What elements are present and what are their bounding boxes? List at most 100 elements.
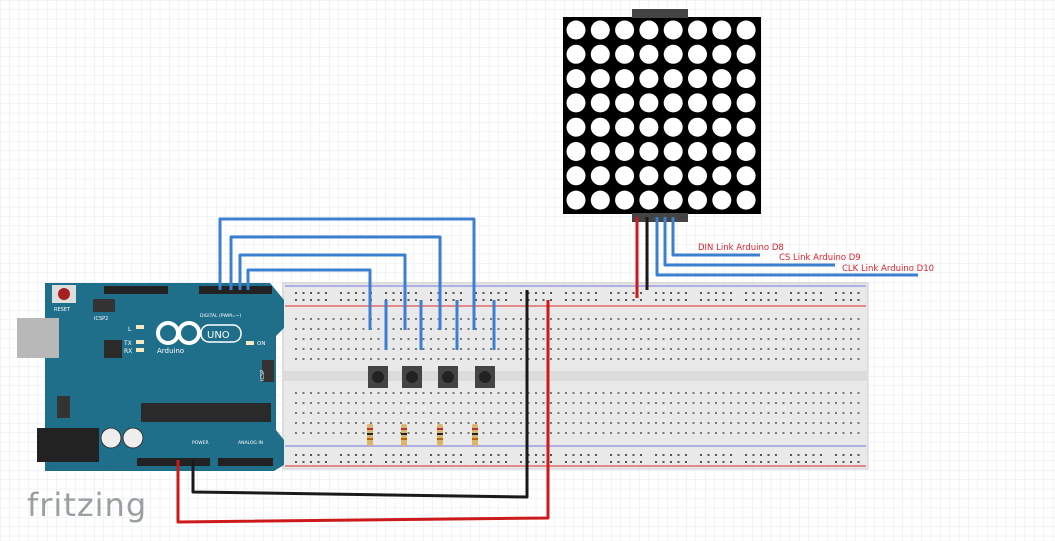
- hole: [677, 454, 680, 456]
- wire[interactable]: [663, 217, 835, 267]
- hole: [722, 328, 725, 330]
- hole: [362, 338, 365, 340]
- hole: [377, 432, 380, 434]
- hole: [310, 392, 312, 394]
- led-matrix-8x8[interactable]: [563, 9, 761, 222]
- hole: [302, 402, 305, 404]
- hole: [580, 402, 582, 404]
- hole: [835, 292, 837, 294]
- hole: [572, 292, 575, 294]
- wire[interactable]: [246, 268, 372, 330]
- hole: [460, 348, 462, 350]
- matrix-led: [712, 93, 732, 113]
- hole: [812, 299, 815, 301]
- push-button-cap[interactable]: [406, 371, 418, 383]
- hole: [790, 328, 792, 330]
- hole: [437, 461, 440, 463]
- hole: [760, 422, 762, 424]
- hole: [460, 292, 462, 294]
- hole: [572, 402, 575, 404]
- hole: [842, 461, 845, 463]
- hole: [842, 358, 845, 360]
- hole: [490, 454, 492, 456]
- matrix-led: [736, 93, 756, 113]
- wire[interactable]: [191, 290, 529, 499]
- hole: [850, 328, 852, 330]
- hole: [587, 318, 590, 320]
- hole: [767, 318, 770, 320]
- hole: [542, 461, 545, 463]
- hole: [452, 292, 455, 294]
- hole: [827, 328, 830, 330]
- hole: [572, 348, 575, 350]
- hole: [767, 292, 770, 294]
- push-button-cap[interactable]: [479, 371, 491, 383]
- matrix-led: [688, 190, 707, 210]
- hole: [430, 318, 432, 320]
- wire[interactable]: [671, 217, 760, 257]
- arduino-uno[interactable]: RESET ICSP2 DIGITAL (PWM=~) L TX RX UNO …: [17, 283, 284, 471]
- hole: [737, 338, 740, 340]
- hole: [737, 432, 740, 434]
- hole: [790, 318, 792, 320]
- hole: [812, 348, 815, 350]
- reset-button-cap[interactable]: [58, 288, 70, 300]
- wire[interactable]: [655, 217, 918, 277]
- hole: [362, 318, 365, 320]
- hole: [587, 358, 590, 360]
- hole: [497, 432, 500, 434]
- hole: [625, 299, 627, 301]
- hole: [535, 328, 537, 330]
- hole: [475, 348, 477, 350]
- hole: [535, 292, 537, 294]
- wire[interactable]: [176, 300, 550, 524]
- hole: [430, 432, 432, 434]
- hole: [602, 412, 605, 414]
- push-button-cap[interactable]: [372, 371, 384, 383]
- matrix-led: [639, 142, 659, 161]
- hole: [482, 358, 485, 360]
- resistor-band: [472, 433, 478, 435]
- hole: [302, 461, 305, 463]
- matrix-led: [712, 69, 732, 89]
- analog-label: ANALOG IN: [238, 440, 263, 446]
- hole: [482, 454, 485, 456]
- hole: [722, 318, 725, 320]
- hole: [325, 412, 327, 414]
- hole: [407, 338, 410, 340]
- hole: [625, 402, 627, 404]
- hole: [482, 422, 485, 424]
- hole: [587, 392, 590, 394]
- hole: [580, 338, 582, 340]
- wire[interactable]: [229, 235, 442, 330]
- hole: [497, 292, 500, 294]
- hole: [377, 328, 380, 330]
- hole: [415, 461, 417, 463]
- resistor-band: [401, 438, 407, 440]
- hole: [760, 299, 762, 301]
- hole: [805, 358, 807, 360]
- hole: [490, 412, 492, 414]
- hole: [707, 402, 710, 404]
- hole: [542, 412, 545, 414]
- wire[interactable]: [218, 217, 476, 330]
- hole: [760, 412, 762, 414]
- matrix-led: [566, 142, 586, 161]
- hole: [437, 402, 440, 404]
- push-button-cap[interactable]: [442, 371, 454, 383]
- hole: [715, 348, 717, 350]
- hole: [767, 358, 770, 360]
- hole: [692, 318, 695, 320]
- hole: [752, 454, 755, 456]
- hole: [745, 422, 747, 424]
- breadboard[interactable]: [282, 282, 869, 470]
- hole: [550, 348, 552, 350]
- hole: [647, 358, 650, 360]
- wire[interactable]: [238, 253, 407, 330]
- hole: [610, 422, 612, 424]
- hole: [850, 454, 852, 456]
- matrix-led: [663, 44, 683, 64]
- hole: [482, 338, 485, 340]
- hole: [475, 338, 477, 340]
- hole: [542, 402, 545, 404]
